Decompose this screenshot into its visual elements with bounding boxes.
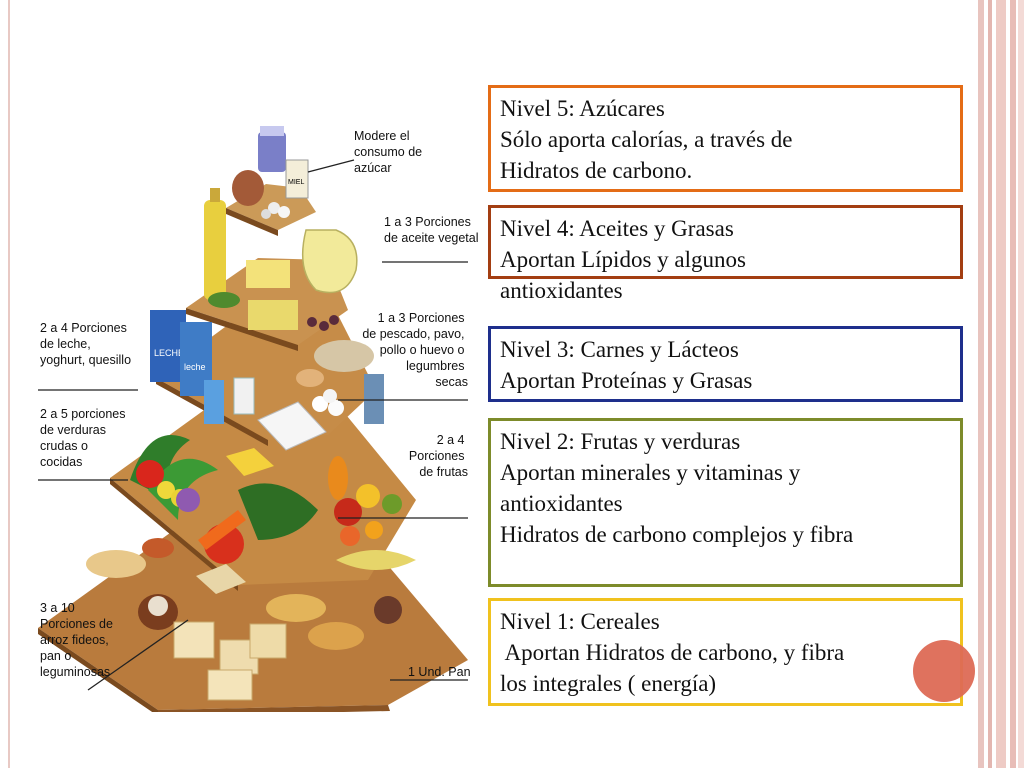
- left-border-line: [8, 0, 10, 768]
- level-3-text: Aportan Proteínas y Grasas: [500, 365, 952, 396]
- level-4-text: antioxidantes: [500, 275, 952, 306]
- leche-label-1: LECHE: [154, 348, 184, 358]
- decor-stripe: [996, 0, 1006, 768]
- food-pyramid-illustration: MIEL LECHE leche: [38, 60, 478, 712]
- decorative-circle: [913, 640, 975, 702]
- level-5-box: Nivel 5: Azúcares Sólo aporta calorías, …: [488, 85, 963, 192]
- level-2-text: Aportan minerales y vitaminas y: [500, 457, 952, 488]
- label-oil: 1 a 3 Porciones de aceite vegetal: [384, 215, 478, 245]
- label-vegetables: 2 a 5 porciones de verduras crudas o coc…: [40, 407, 129, 469]
- level-3-box: Nivel 3: Carnes y Lácteos Aportan Proteí…: [488, 326, 963, 402]
- level-1-text: Aportan Hidratos de carbono, y fibra: [500, 637, 952, 668]
- label-fruits: 2 a 4 Porciones de frutas: [409, 433, 468, 479]
- level-5-title: Nivel 5: Azúcares: [500, 93, 952, 124]
- level-1-text: los integrales ( energía): [500, 668, 952, 699]
- level-4-box: Nivel 4: Aceites y Grasas Aportan Lípido…: [488, 205, 963, 279]
- level-4-text: Aportan Lípidos y algunos: [500, 244, 952, 275]
- level-3-title: Nivel 3: Carnes y Lácteos: [500, 334, 952, 365]
- label-sugar: Modere el consumo de azúcar: [354, 129, 426, 175]
- level-2-title: Nivel 2: Frutas y verduras: [500, 426, 952, 457]
- leche-label-2: leche: [184, 362, 206, 372]
- level-1-title: Nivel 1: Cereales: [500, 606, 952, 637]
- level-4-title: Nivel 4: Aceites y Grasas: [500, 213, 952, 244]
- level-2-text: Hidratos de carbono complejos y fibra: [500, 519, 952, 550]
- label-bread: 1 Und. Pan: [408, 665, 471, 679]
- level-1-box: Nivel 1: Cereales Aportan Hidratos de ca…: [488, 598, 963, 706]
- level-2-text: antioxidantes: [500, 488, 952, 519]
- decor-stripe: [988, 0, 992, 768]
- level-2-box: Nivel 2: Frutas y verduras Aportan miner…: [488, 418, 963, 587]
- level-5-text: Sólo aporta calorías, a través de: [500, 124, 952, 155]
- level-5-text: Hidratos de carbono.: [500, 155, 952, 186]
- decor-stripe: [978, 0, 984, 768]
- label-dairy: 2 a 4 Porciones de leche, yoghurt, quesi…: [40, 321, 131, 367]
- decor-stripe: [1018, 0, 1024, 768]
- decor-stripe: [1010, 0, 1016, 768]
- miel-label: MIEL: [288, 179, 304, 186]
